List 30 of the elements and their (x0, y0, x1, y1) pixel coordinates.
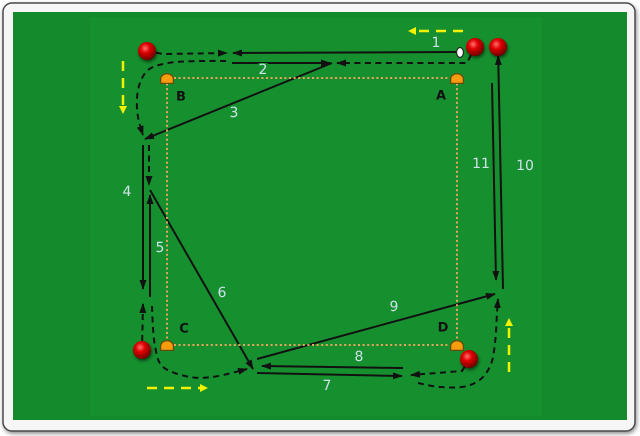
corner-letter: C (179, 322, 189, 336)
dotted-line (174, 344, 450, 346)
pass-number: 5 (156, 241, 164, 255)
corner-letter: A (436, 90, 446, 102)
pass-number: 4 (122, 185, 132, 199)
dotted-line (166, 84, 168, 340)
dotted-line (174, 77, 450, 79)
pass-number: 1 (432, 36, 440, 50)
pass-number: 9 (390, 300, 398, 314)
player-icon (138, 42, 156, 60)
dotted-line (456, 84, 458, 340)
arrow (232, 49, 456, 56)
pass-number: 10 (516, 159, 534, 173)
corner-letter: B (176, 90, 186, 104)
player-icon (489, 38, 507, 56)
pass-number: 7 (322, 379, 332, 393)
pass-number: 2 (258, 63, 268, 77)
player-icon (466, 38, 484, 56)
corner-letter: D (438, 322, 448, 334)
pass-number: 3 (230, 106, 238, 120)
pass-number: 11 (472, 157, 490, 171)
dashed-arrow (336, 54, 472, 66)
dashed-arrow (139, 303, 146, 342)
dashed-arrow (156, 50, 228, 57)
player-icon (133, 341, 151, 359)
dashed-arrow (410, 366, 466, 378)
arrow (494, 55, 504, 290)
pass-number: 8 (354, 350, 364, 364)
player-icon (460, 350, 478, 368)
pass-number: 6 (218, 286, 226, 300)
